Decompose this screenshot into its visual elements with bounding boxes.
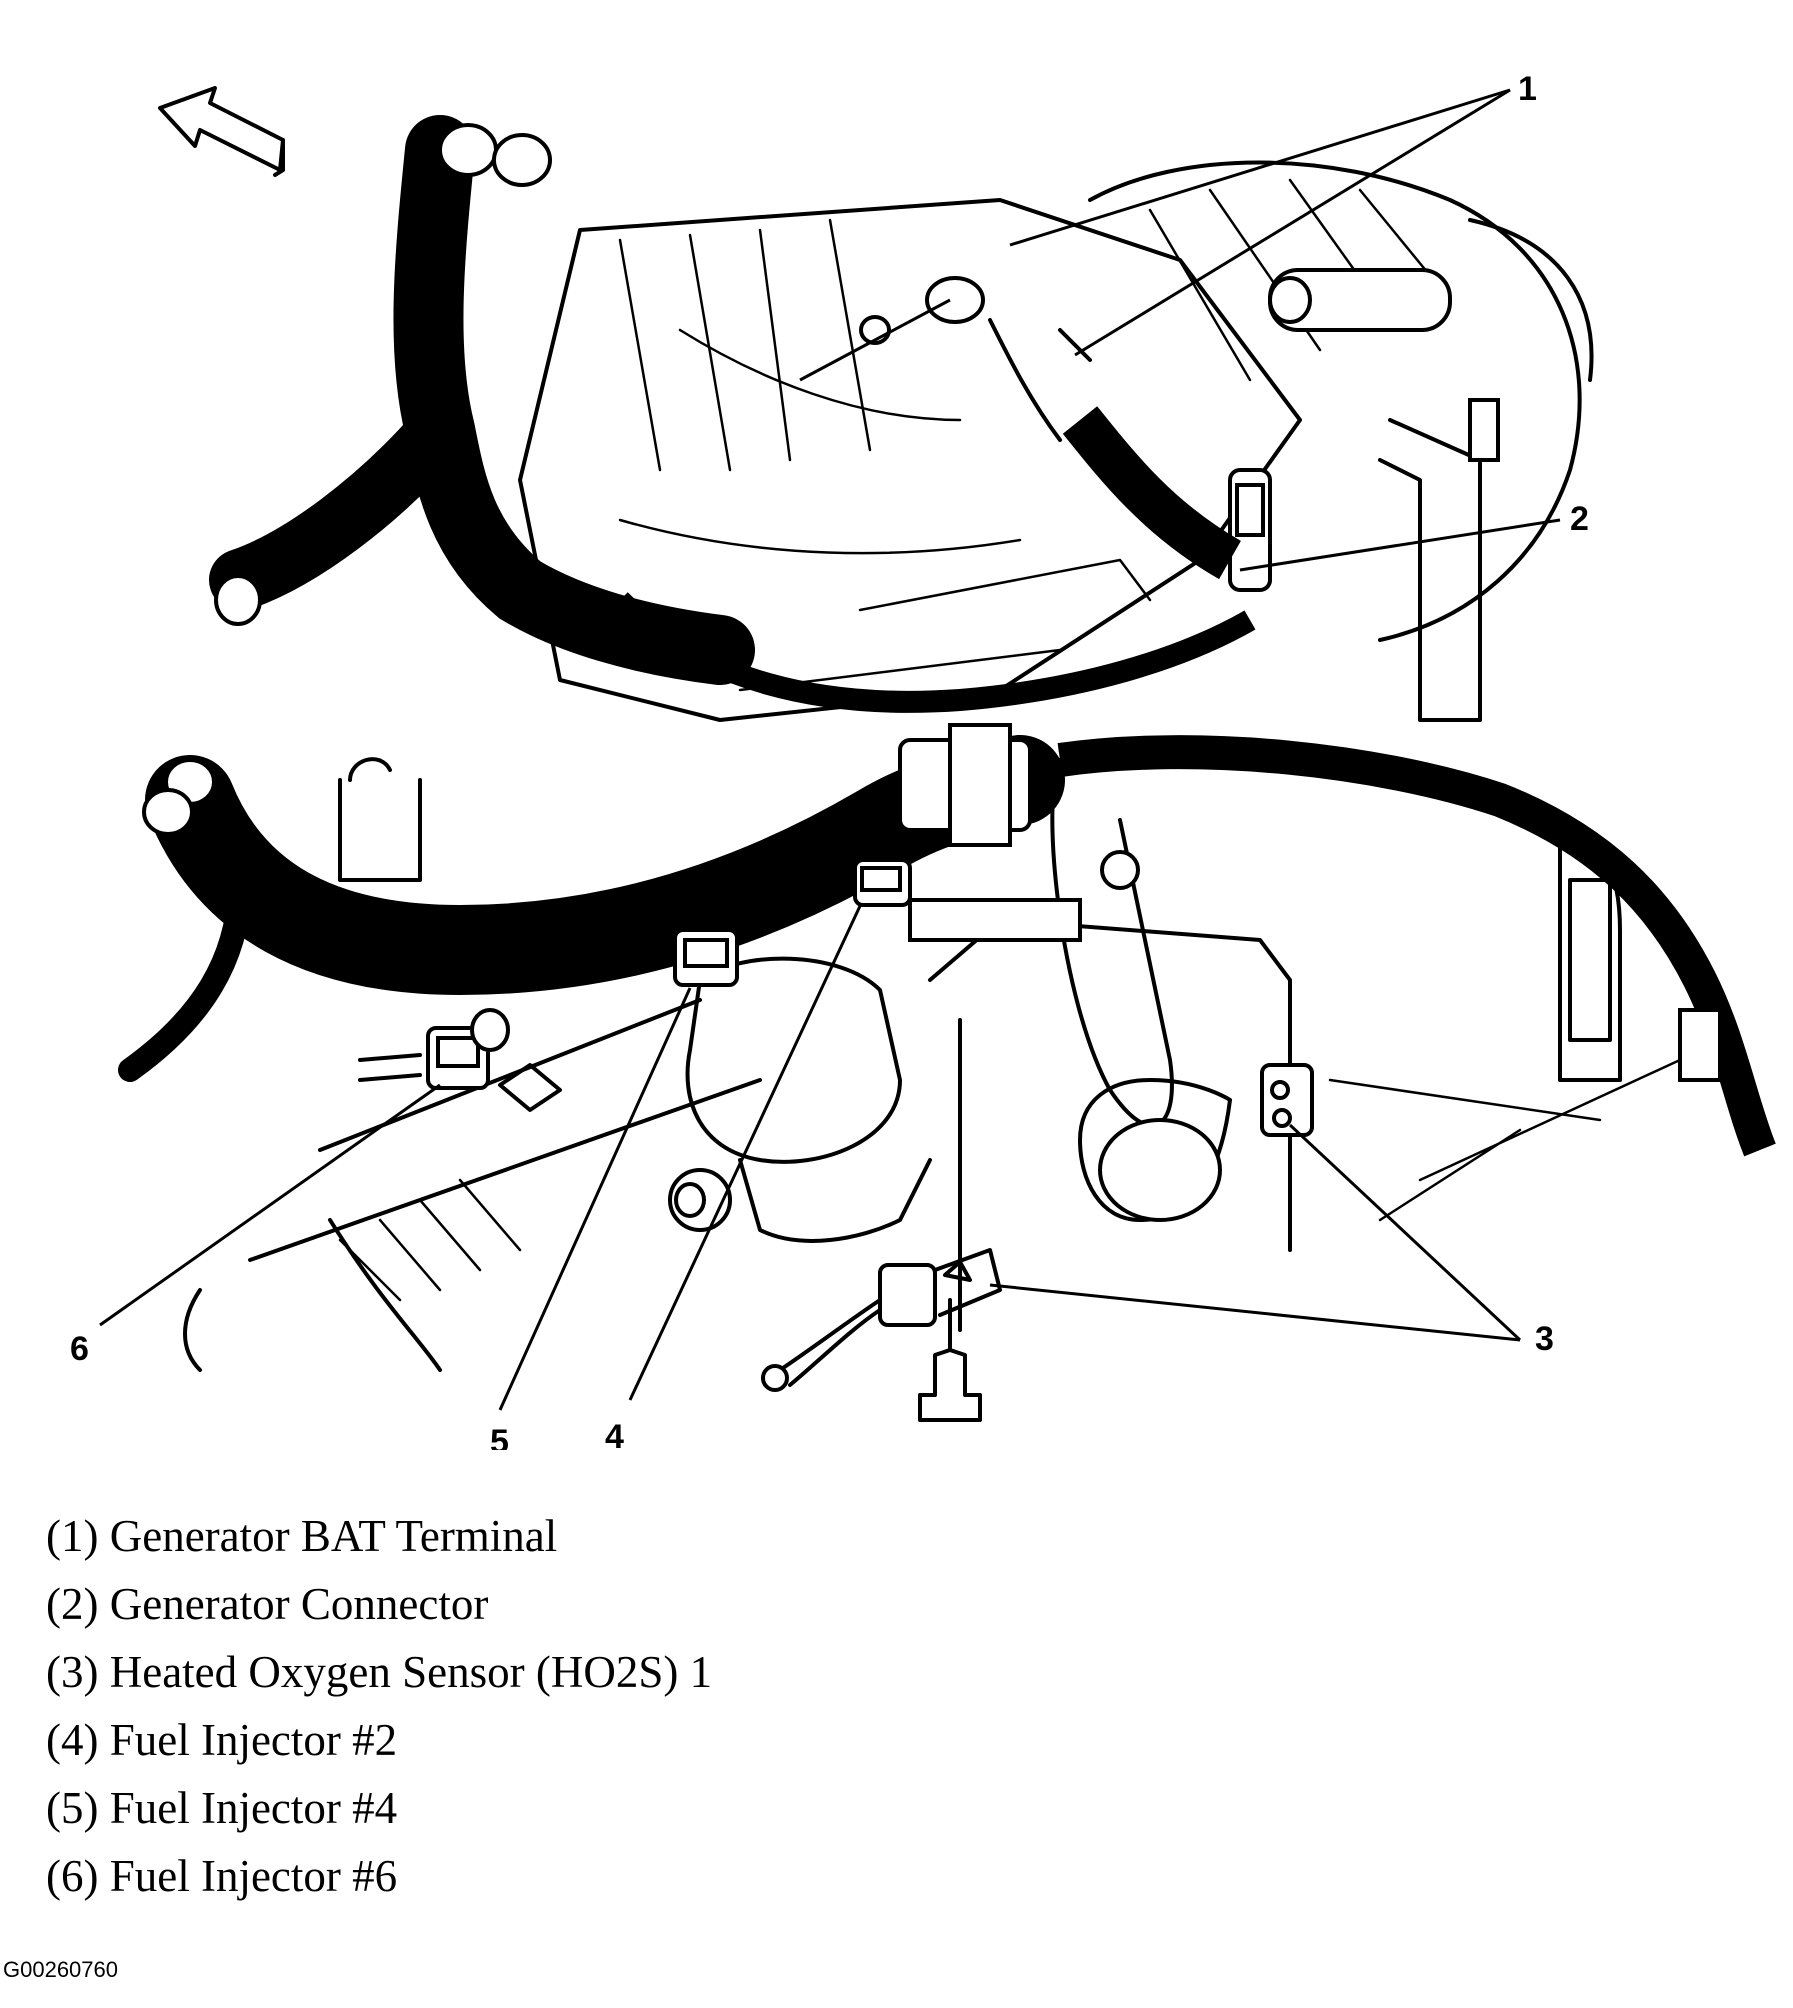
legend-item: (1) Generator BAT Terminal: [46, 1511, 558, 1561]
callout-3: 3: [1535, 1320, 1554, 1358]
fuel-injector-6-connector: [358, 1008, 510, 1090]
generator-harness: [612, 406, 1256, 713]
engine-wiring-illustration: 1 2 3 4 5 6: [70, 70, 1776, 1450]
ho2s-connector: [1260, 1063, 1314, 1137]
throttle-body: [668, 758, 1682, 1332]
leader-lines: [99, 88, 1561, 1411]
callout-2: 2: [1570, 500, 1589, 538]
legend-item: (2) Generator Connector: [46, 1579, 489, 1629]
callout-4: 4: [605, 1418, 624, 1450]
legend-item: (4) Fuel Injector #2: [46, 1715, 398, 1765]
fuel-rail: [183, 757, 762, 1372]
component-legend: (1) Generator BAT Terminal (2) Generator…: [46, 1502, 1746, 1910]
figure-id: G00260760: [3, 1957, 118, 1982]
fuel-injector-4-connector: [673, 928, 739, 987]
callout-1: 1: [1518, 70, 1537, 108]
legend-item: (5) Fuel Injector #4: [46, 1783, 398, 1833]
upper-left-harness: [209, 115, 755, 685]
legend-item: (3) Heated Oxygen Sensor (HO2S) 1: [46, 1647, 713, 1697]
main-harness: [118, 723, 1776, 1157]
callout-5: 5: [490, 1423, 509, 1450]
ho2s-sensor-pigtail: [761, 1248, 1002, 1422]
legend-item: (6) Fuel Injector #6: [46, 1851, 398, 1901]
intake-manifold: [518, 198, 1302, 722]
fuel-injector-2-connector: [853, 858, 912, 907]
orientation-arrow-icon: [158, 86, 285, 177]
callout-6: 6: [70, 1330, 89, 1368]
generator: [859, 160, 1594, 722]
